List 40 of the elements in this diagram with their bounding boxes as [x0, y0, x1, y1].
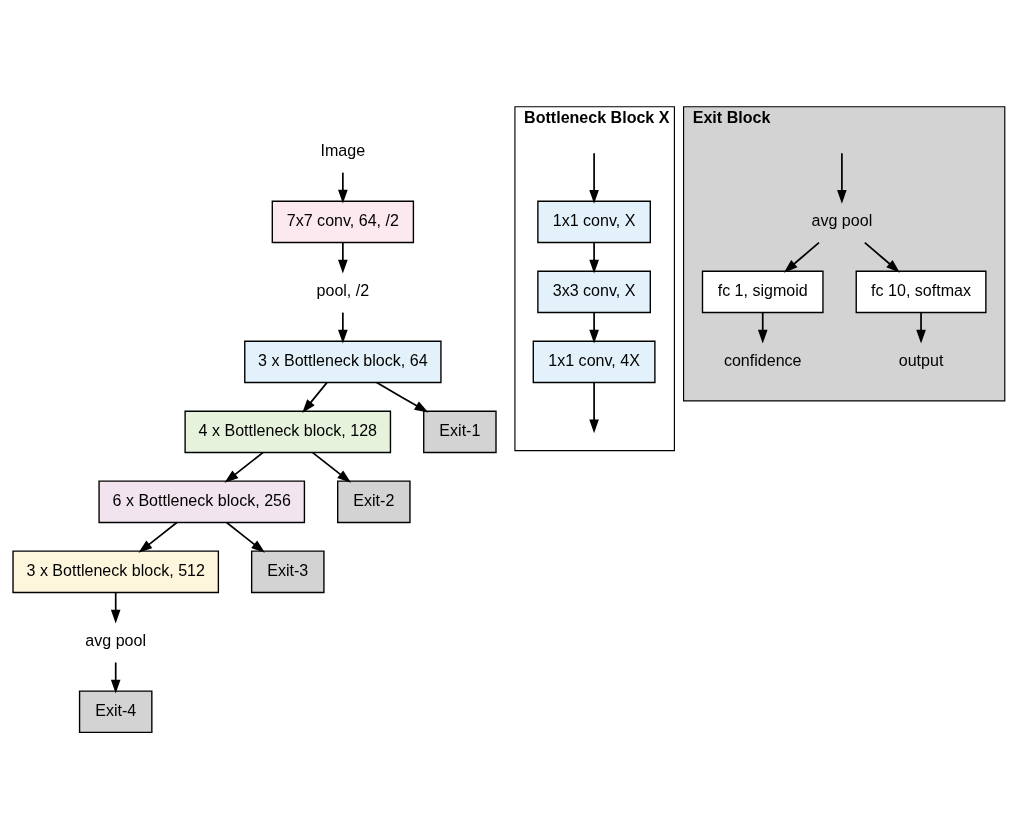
node-box: 3 x Bottleneck block, 512 [12, 550, 220, 594]
node-text: avg pool [85, 631, 147, 650]
node-box: 1x1 conv, 4X [532, 340, 656, 384]
arrow [589, 311, 599, 344]
node-box: fc 10, softmax [855, 270, 987, 314]
arrow [783, 241, 820, 273]
arrow [302, 381, 328, 413]
node-box: Exit-4 [78, 690, 153, 734]
node-box: Exit-1 [423, 410, 497, 454]
node-box: fc 1, sigmoid [701, 270, 824, 314]
arrow [338, 311, 348, 344]
node-text: avg pool [811, 211, 873, 230]
arrow [863, 241, 900, 273]
node-box: 6 x Bottleneck block, 256 [98, 480, 306, 524]
node-text: pool, /2 [316, 281, 370, 300]
node-box: Exit-2 [337, 480, 411, 524]
arrow [589, 381, 599, 434]
arrow [589, 241, 599, 274]
arrow [837, 152, 847, 204]
arrow [916, 311, 926, 344]
arrow [225, 521, 265, 553]
node-box: 1x1 conv, X [537, 200, 651, 244]
node-box: 3 x Bottleneck block, 64 [244, 340, 442, 384]
arrow [757, 311, 768, 344]
arrow [338, 171, 348, 204]
node-text: confidence [723, 351, 802, 370]
arrow [589, 152, 599, 204]
node-box: Exit-3 [250, 550, 325, 594]
arrow [138, 521, 178, 553]
arrow [110, 591, 121, 624]
arrow [311, 451, 352, 483]
node-box: 4 x Bottleneck block, 128 [184, 410, 392, 454]
node-box: 7x7 conv, 64, /2 [271, 200, 415, 244]
arrow [375, 381, 429, 413]
node-text: Image [320, 141, 366, 160]
arrow [338, 241, 348, 274]
arrow [110, 661, 121, 694]
arrow [224, 451, 264, 483]
node-text: output [898, 351, 944, 370]
node-box: 3x3 conv, X [537, 270, 651, 314]
